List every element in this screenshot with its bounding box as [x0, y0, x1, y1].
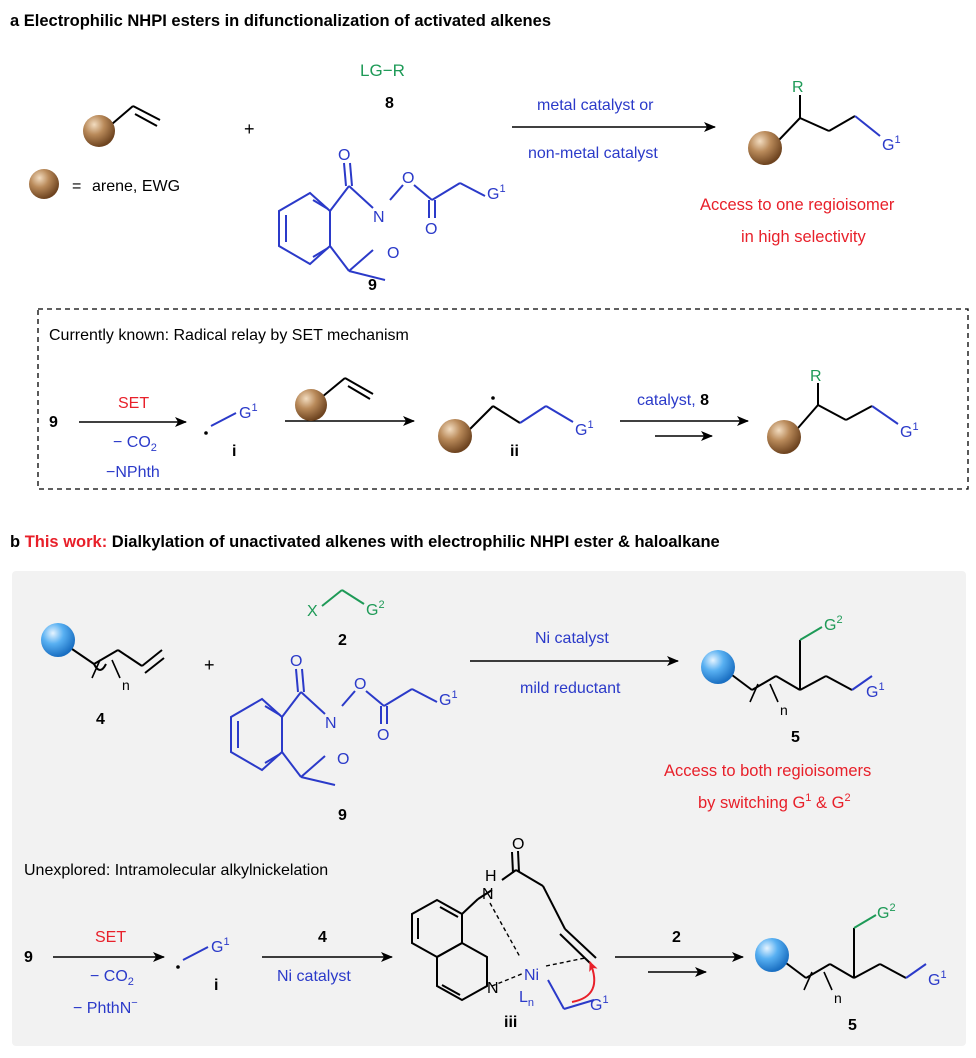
svg-text:G1: G1 — [439, 689, 458, 709]
compound-9-label: 9 — [368, 277, 377, 294]
svg-text:R: R — [792, 79, 804, 96]
reaction-arrow-b: Ni catalyst mild reductant — [470, 630, 679, 697]
svg-text:2: 2 — [672, 929, 681, 946]
svg-text:9: 9 — [49, 414, 58, 431]
svg-text:LG−R: LG−R — [360, 61, 405, 80]
svg-text:N: N — [482, 886, 494, 903]
svg-text:non-metal catalyst: non-metal catalyst — [528, 145, 658, 162]
svg-text:O: O — [387, 245, 399, 262]
haloalkane-2: X G2 2 — [307, 589, 385, 649]
plus-sign-b: + — [204, 655, 215, 675]
nhpi-ester-9-b-labels: O N O O O G1 — [290, 653, 458, 768]
outcome-text-a1: Access to one regioisomer — [700, 196, 895, 214]
svg-text:O: O — [290, 653, 302, 670]
section-b-heading: b This work: Dialkylation of unactivated… — [10, 533, 720, 551]
svg-text:G1: G1 — [882, 134, 901, 154]
svg-text:G1: G1 — [211, 936, 230, 956]
svg-text:G1: G1 — [866, 681, 885, 701]
known-mechanism-title: Currently known: Radical relay by SET me… — [49, 327, 409, 344]
nhpi-ester-9-labels: O N O O O G1 — [338, 147, 506, 262]
svg-text:− CO2: − CO2 — [113, 434, 157, 454]
svg-text:catalyst, 8: catalyst, 8 — [637, 392, 709, 409]
svg-text:Ni: Ni — [524, 967, 539, 984]
svg-text:=: = — [72, 178, 81, 195]
svg-text:8: 8 — [385, 95, 394, 112]
svg-text:n: n — [834, 990, 842, 1006]
svg-text:mild reductant: mild reductant — [520, 680, 621, 697]
svg-text:arene, EWG: arene, EWG — [92, 178, 180, 195]
product-a: R G1 — [748, 79, 901, 165]
svg-text:N: N — [487, 980, 499, 997]
svg-text:n: n — [122, 677, 130, 693]
svg-text:G1: G1 — [900, 421, 919, 441]
svg-text:Ni catalyst: Ni catalyst — [277, 968, 351, 985]
plus-sign: + — [244, 119, 255, 139]
reaction-arrow-a: metal catalyst or non-metal catalyst — [512, 97, 716, 162]
unexplored-title: Unexplored: Intramolecular alkylnickelat… — [24, 862, 328, 879]
svg-text:G1: G1 — [590, 994, 609, 1014]
svg-text:G1: G1 — [239, 402, 258, 422]
outcome-text-b2: by switching G1 & G2 — [698, 792, 851, 812]
known-mechanism-box — [37, 308, 969, 490]
reagent-8: LG−R 8 — [360, 61, 405, 112]
svg-text:ii: ii — [510, 443, 519, 460]
svg-text:9: 9 — [24, 949, 33, 966]
svg-text:G2: G2 — [366, 599, 385, 619]
outcome-text-b1: Access to both regioisomers — [664, 762, 871, 780]
svg-text:Ln: Ln — [519, 989, 534, 1009]
section-a-heading: a Electrophilic NHPI esters in difunctio… — [10, 12, 551, 30]
svg-text:− PhthN−: − PhthN− — [73, 997, 138, 1017]
svg-text:O: O — [377, 727, 389, 744]
substituent-legend: = arene, EWG — [29, 169, 180, 199]
svg-text:SET: SET — [95, 929, 126, 946]
this-work-panel — [12, 571, 966, 1046]
svg-text:n: n — [780, 702, 788, 718]
svg-text:4: 4 — [318, 929, 327, 946]
svg-text:5: 5 — [848, 1017, 857, 1034]
svg-text:Ni catalyst: Ni catalyst — [535, 630, 609, 647]
svg-text:2: 2 — [338, 632, 347, 649]
nhpi-ester-9 — [278, 162, 486, 281]
outcome-text-a2: in high selectivity — [741, 228, 866, 246]
activated-alkene — [83, 105, 161, 147]
svg-text:−NPhth: −NPhth — [106, 464, 160, 481]
svg-text:metal catalyst or: metal catalyst or — [537, 97, 654, 114]
svg-text:G2: G2 — [877, 902, 896, 922]
compound-9b-label: 9 — [338, 807, 347, 824]
svg-text:G1: G1 — [928, 969, 947, 989]
svg-text:G1: G1 — [487, 183, 506, 203]
svg-text:G2: G2 — [824, 614, 843, 634]
svg-text:O: O — [402, 170, 414, 187]
nhpi-ester-9-b — [230, 668, 438, 786]
svg-text:5: 5 — [791, 729, 800, 746]
svg-text:iii: iii — [504, 1014, 517, 1031]
svg-text:− CO2: − CO2 — [90, 968, 134, 988]
svg-text:N: N — [325, 715, 337, 732]
svg-text:i: i — [232, 443, 236, 460]
svg-text:R: R — [810, 368, 822, 385]
svg-text:X: X — [307, 603, 318, 620]
svg-text:N: N — [373, 209, 385, 226]
svg-text:O: O — [425, 221, 437, 238]
svg-text:O: O — [512, 836, 524, 853]
known-mechanism-scheme: 9 SET − CO2 −NPhth G1 i G1 ii catalyst, … — [49, 368, 919, 481]
svg-text:i: i — [214, 977, 218, 994]
svg-text:4: 4 — [96, 711, 105, 728]
unexplored-mechanism: 9 SET − CO2 − PhthN− G1 i 4 Ni catalyst — [24, 836, 947, 1034]
svg-text:G1: G1 — [575, 419, 594, 439]
svg-text:O: O — [337, 751, 349, 768]
unactivated-alkene-4: n 4 — [41, 623, 165, 728]
svg-text:O: O — [354, 676, 366, 693]
svg-text:H: H — [485, 868, 497, 885]
svg-text:O: O — [338, 147, 350, 164]
svg-text:SET: SET — [118, 395, 149, 412]
product-5: n G2 G1 5 — [701, 614, 885, 746]
